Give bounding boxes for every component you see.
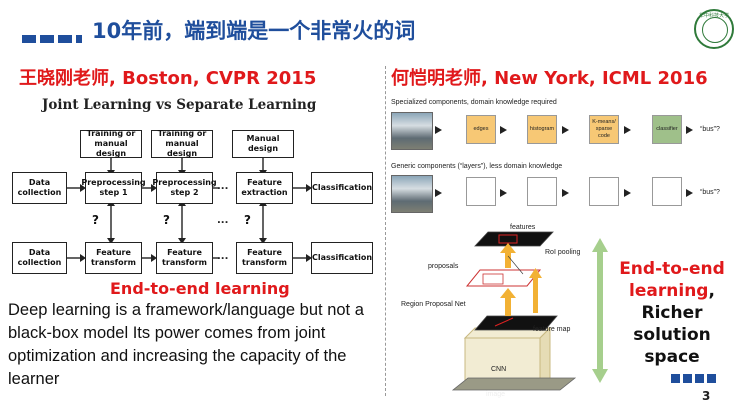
component-edges: edges	[466, 115, 496, 144]
bus-image-2	[391, 175, 433, 213]
feature-extraction-box: Feature extraction	[236, 172, 293, 204]
preprocessing-step1-box: Preprocessing step 1	[81, 172, 146, 204]
preprocessing-step2-box: Preprocessing step 2	[152, 172, 217, 204]
feature-transform-box-2: Feature transform	[156, 242, 213, 274]
rpn-label: Region Proposal Net	[401, 301, 466, 308]
image-label: image	[486, 391, 506, 398]
arrow-icon	[686, 189, 693, 197]
title-bar-square-3	[58, 35, 72, 43]
training-design-box-2: Training or manual design	[151, 129, 213, 158]
arrow-icon	[686, 126, 693, 134]
classification-box-1: Classification	[311, 172, 373, 204]
component-classifier: classifier	[652, 115, 682, 144]
middle-ellipsis: ...	[217, 215, 229, 226]
title-bar-square-4	[76, 35, 82, 43]
output-label-1: “bus”?	[700, 126, 720, 133]
arrow-icon	[435, 126, 442, 134]
bus-image-1	[391, 112, 433, 150]
manual-design-box: Manual design	[232, 130, 294, 158]
detection-pipeline-diagram	[451, 231, 577, 391]
footer-square-3	[695, 374, 704, 383]
arrow-icon	[562, 126, 569, 134]
arrow-icon	[500, 189, 507, 197]
generic-layer-3	[589, 177, 619, 206]
title-bar-square-2	[40, 35, 54, 43]
diagram-title: Joint Learning vs Separate Learning	[42, 97, 317, 113]
column-divider	[385, 66, 386, 396]
title-bar-square-1	[22, 35, 36, 43]
right-heading: 何恺明老师, New York, ICML 2016	[391, 68, 708, 89]
callout-black: Richer solution space	[633, 303, 711, 367]
left-heading: 王晓刚老师, Boston, CVPR 2015	[19, 68, 317, 89]
generic-layer-1	[466, 177, 496, 206]
generic-layer-4	[652, 177, 682, 206]
footer-square-2	[683, 374, 692, 383]
university-logo: 华中科技大学	[694, 9, 734, 49]
footer-square-4	[707, 374, 716, 383]
callout-text: End-to-end learning, Richer solution spa…	[611, 258, 733, 368]
diagram-connectors	[66, 158, 312, 262]
data-collection-box-1: Data collection	[12, 172, 67, 204]
features-label: features	[510, 224, 536, 231]
row1-ellipsis: ...	[217, 181, 229, 192]
proposals-label: proposals	[428, 263, 459, 270]
cnn-label: CNN	[491, 366, 507, 373]
component-histogram: histogram	[527, 115, 557, 144]
training-design-box-1: Training or manual design	[80, 129, 142, 158]
callout-comma: ,	[708, 281, 715, 301]
generic-layer-2	[527, 177, 557, 206]
callout-red: End-to-end learning	[619, 259, 725, 301]
footer-square-1	[671, 374, 680, 383]
body-paragraph: Deep learning is a framework/language bu…	[8, 301, 364, 388]
arrow-icon	[624, 189, 631, 197]
feature-map-label: feature map	[533, 326, 571, 333]
page-number: 3	[702, 389, 711, 403]
feature-transform-box-3: Feature transform	[236, 242, 293, 274]
output-label-2: “bus”?	[700, 189, 720, 196]
generic-label: Generic components (“layers”), less doma…	[391, 163, 563, 170]
arrow-icon	[435, 189, 442, 197]
roi-pooling-label: RoI pooling	[545, 249, 581, 256]
component-kmeans: K-means/ sparse code	[589, 115, 619, 144]
feature-transform-box-1: Feature transform	[85, 242, 142, 274]
arrow-icon	[624, 126, 631, 134]
arrow-icon	[562, 189, 569, 197]
logo-text: 华中科技大学	[698, 13, 729, 19]
arrow-icon	[500, 126, 507, 134]
double-arrow-icon	[592, 238, 608, 383]
row2-ellipsis: ...	[217, 251, 229, 262]
question-mark-2: ?	[163, 213, 170, 227]
slide-title: 10年前，端到端是一个非常火的词	[92, 19, 416, 43]
question-mark-3: ?	[244, 213, 251, 227]
question-mark-1: ?	[92, 213, 99, 227]
classification-box-2: Classification	[311, 242, 373, 274]
data-collection-box-2: Data collection	[12, 242, 67, 274]
specialized-label: Specialized components, domain knowledge…	[391, 99, 557, 106]
end-to-end-subtitle: End-to-end learning	[110, 279, 290, 298]
